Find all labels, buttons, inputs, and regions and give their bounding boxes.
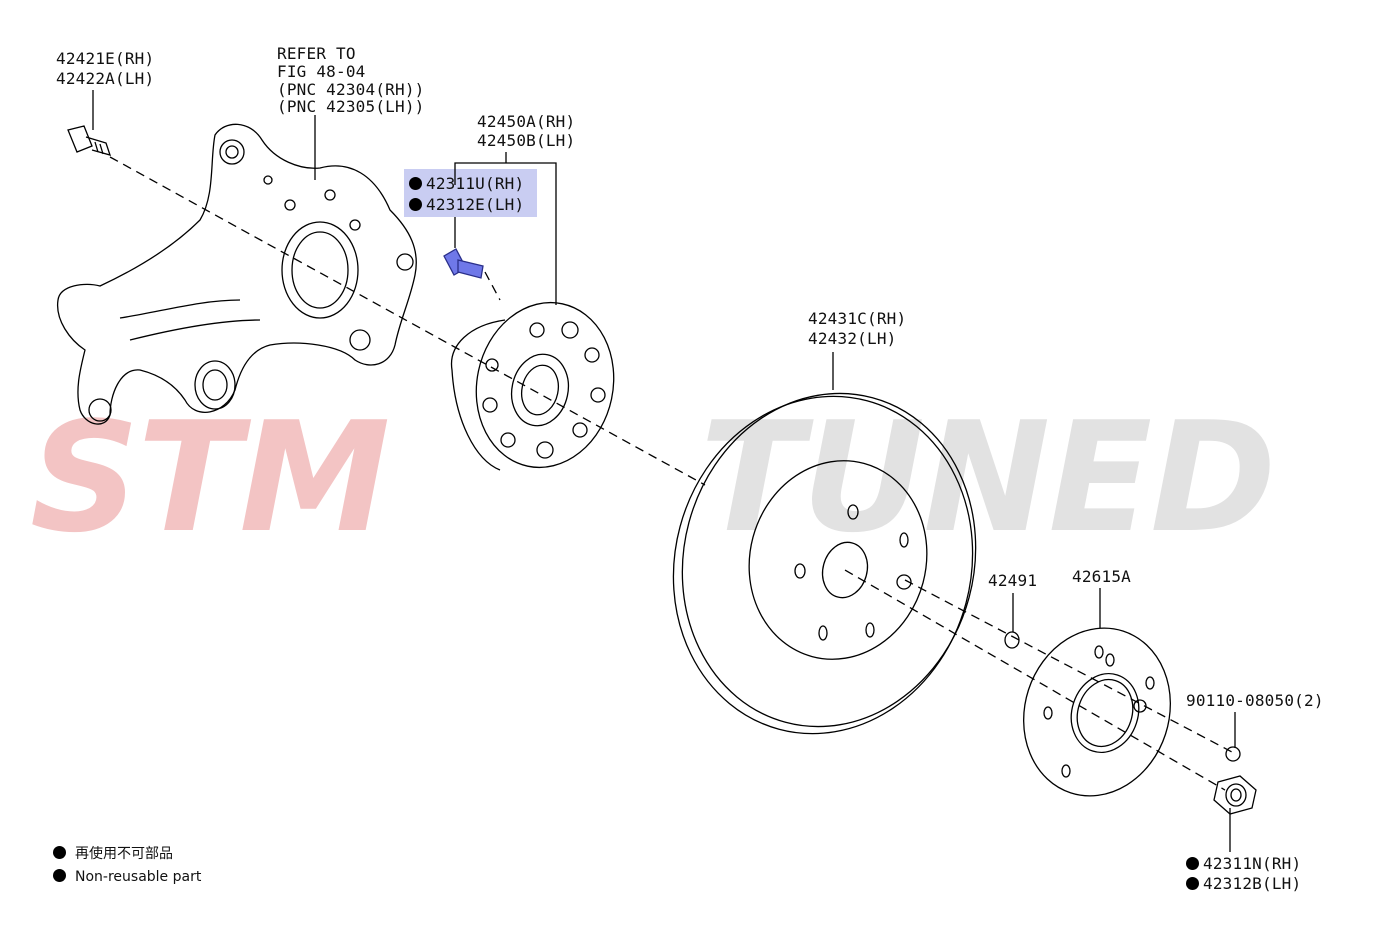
label-refer-line2: FIG 48-04 — [277, 62, 366, 81]
label-refer-line1: REFER TO — [277, 44, 356, 63]
axis-screw — [904, 579, 1233, 753]
dust-plate-icon — [1023, 627, 1171, 797]
label-hubbolt-rh: 42311U(RH) — [409, 174, 524, 193]
brake-disc-icon — [672, 392, 977, 735]
label-hubbolt-lh-text: 42312E(LH) — [426, 195, 525, 214]
label-nut-lh: 42312B(LH) — [1186, 874, 1301, 893]
non-reusable-icon — [1186, 877, 1199, 890]
hub-bolt-label-highlight — [404, 169, 537, 217]
legend-jp-text: 再使用不可部品 — [75, 846, 173, 862]
label-plate: 42615A — [1072, 567, 1131, 586]
label-nut-rh-text: 42311N(RH) — [1203, 854, 1302, 873]
hole-plug-icon — [1004, 631, 1020, 649]
axis-bolt — [109, 156, 706, 486]
label-hubbolt-lh: 42312E(LH) — [409, 195, 524, 214]
steering-knuckle-icon — [57, 123, 417, 425]
label-plug: 42491 — [988, 571, 1038, 590]
legend: 再使用不可部品 Non-reusable part — [53, 843, 201, 889]
non-reusable-icon — [409, 198, 422, 211]
watermark-left: STM — [30, 389, 390, 566]
label-hub-lh: 42450B(LH) — [477, 131, 576, 150]
label-bolt-rh: 42421E(RH) — [56, 49, 155, 68]
non-reusable-icon — [1186, 857, 1199, 870]
legend-row-jp: 再使用不可部品 — [53, 843, 201, 866]
axis-hubbolt — [484, 271, 501, 301]
label-disc-rh: 42431C(RH) — [808, 309, 907, 328]
watermark-right: TUNED — [700, 389, 1276, 566]
axis-disc — [844, 569, 1226, 791]
label-nut-lh-text: 42312B(LH) — [1203, 874, 1302, 893]
screw-icon — [1225, 746, 1241, 762]
non-reusable-icon — [53, 869, 66, 882]
label-hubbolt-rh-text: 42311U(RH) — [426, 174, 525, 193]
label-screw: 90110-08050(2) — [1186, 691, 1324, 710]
leader-hub-bracket — [454, 162, 557, 305]
non-reusable-icon — [53, 846, 66, 859]
label-hub-rh: 42450A(RH) — [477, 112, 576, 131]
label-bolt-lh: 42422A(LH) — [56, 69, 155, 88]
hub-nut-icon — [1213, 775, 1257, 815]
label-disc-lh: 42432(LH) — [808, 329, 897, 348]
label-nut-rh: 42311N(RH) — [1186, 854, 1301, 873]
label-refer-line3: (PNC 42304(RH)) — [277, 80, 425, 99]
label-refer-line4: (PNC 42305(LH)) — [277, 97, 425, 116]
legend-row-en: Non-reusable part — [53, 866, 201, 889]
knuckle-bolt-icon — [67, 125, 112, 156]
legend-en-text: Non-reusable part — [75, 869, 202, 885]
non-reusable-icon — [409, 177, 422, 190]
hub-bearing-icon — [450, 301, 615, 471]
hub-bolt-icon — [443, 248, 484, 279]
